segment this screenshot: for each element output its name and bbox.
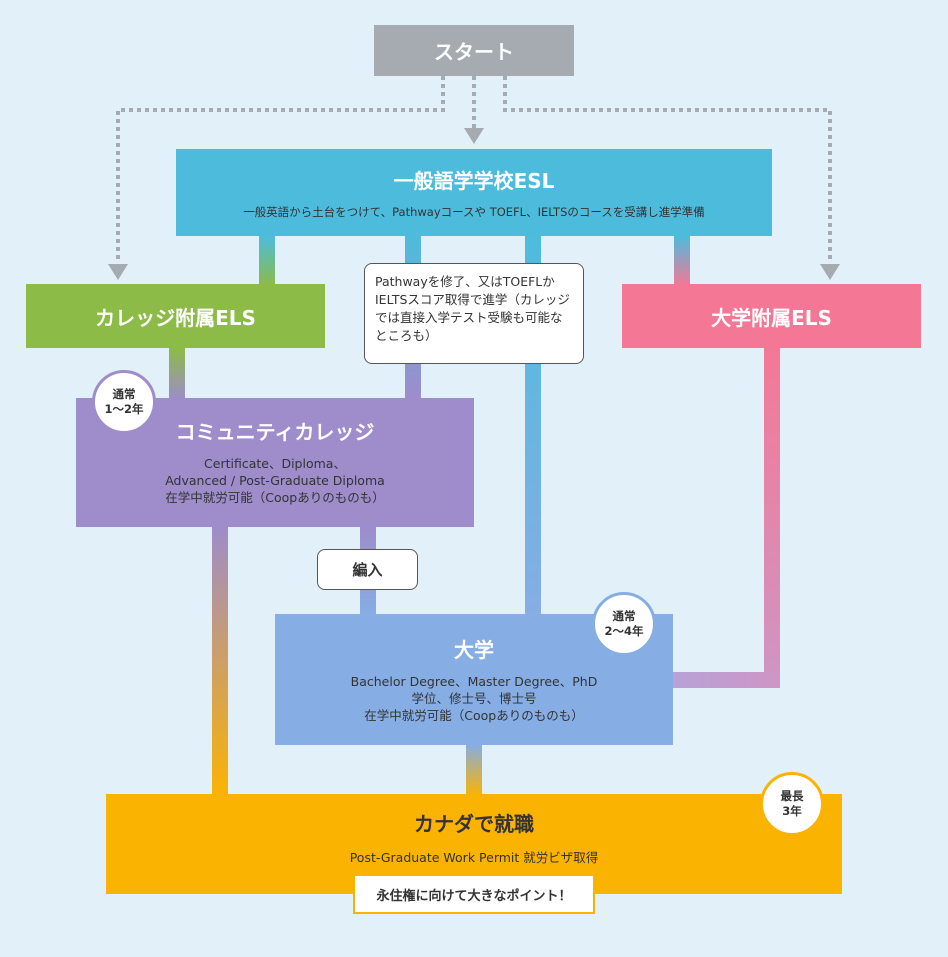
university-els-title: 大学附属ELS: [711, 305, 832, 330]
connector-university-els-down: [764, 348, 780, 688]
dotted-arrows: [116, 76, 832, 262]
esl-node: 一般語学学校ESL 一般英語から土台をつけて、Pathwayコースや TOEFL…: [176, 149, 772, 236]
connector-college-els-community-college: [169, 348, 185, 400]
transfer-note: 編入: [317, 549, 418, 590]
connector-university-career: [466, 744, 482, 796]
career-callout-text: 永住権に向けて大きなポイント！: [376, 888, 572, 904]
university-line-3: 在学中就労可能（Coopありのものも）: [364, 708, 584, 723]
university-title: 大学: [454, 638, 494, 662]
career-desc: Post-Graduate Work Permit 就労ビザ取得: [349, 850, 599, 865]
community-college-title: コミュニティカレッジ: [175, 420, 375, 444]
community-college-badge-line-1: 通常: [112, 387, 136, 401]
career-badge-line-2: 3年: [782, 804, 802, 818]
dotted-arrow-right: [503, 76, 832, 262]
community-college-line-2: Advanced / Post-Graduate Diploma: [165, 473, 385, 488]
connector-esl-university-els: [674, 236, 690, 286]
dotted-arrow-left: [116, 76, 445, 262]
esl-desc: 一般英語から土台をつけて、Pathwayコースや TOEFL、IELTSのコース…: [243, 205, 705, 219]
connector-esl-college-els: [259, 236, 275, 286]
transfer-note-text: 編入: [352, 560, 383, 579]
community-college-badge-line-2: 1〜2年: [104, 402, 144, 416]
college-els-title: カレッジ附属ELS: [95, 305, 256, 330]
career-badge-line-1: 最長: [780, 789, 804, 803]
pathway-note-text: Pathwayを修了、又はTOEFLかIELTSスコア取得で進学（カレッジでは直…: [375, 274, 570, 343]
university-line-2: 学位、修士号、博士号: [411, 691, 537, 706]
university-badge-line-2: 2〜4年: [604, 624, 644, 638]
career-title: カナダで就職: [414, 812, 534, 836]
career-duration-badge: 最長 3年: [760, 772, 824, 836]
start-label: スタート: [434, 40, 514, 64]
arrowhead-right: [820, 264, 840, 280]
university-badge-line-1: 通常: [612, 609, 636, 623]
esl-title: 一般語学学校ESL: [393, 169, 555, 193]
community-college-duration-badge: 通常 1〜2年: [92, 370, 156, 434]
start-node: スタート: [374, 25, 574, 76]
university-node: 大学 Bachelor Degree、Master Degree、PhD 学位、…: [275, 614, 673, 745]
connector-university-els-across: [670, 672, 780, 688]
university-duration-badge: 通常 2〜4年: [592, 592, 656, 656]
university-line-1: Bachelor Degree、Master Degree、PhD: [350, 674, 598, 689]
college-els-node: カレッジ附属ELS: [26, 284, 325, 348]
arrowhead-center: [464, 128, 484, 144]
university-els-node: 大学附属ELS: [622, 284, 921, 348]
community-college-line-1: Certificate、Diploma、: [204, 456, 346, 471]
pathway-note: Pathwayを修了、又はTOEFLかIELTSスコア取得で進学（カレッジでは直…: [364, 263, 584, 364]
connector-community-college-career: [212, 526, 228, 796]
career-callout: 永住権に向けて大きなポイント！: [353, 874, 595, 914]
community-college-node: コミュニティカレッジ Certificate、Diploma、 Advanced…: [76, 398, 474, 527]
arrowhead-left: [108, 264, 128, 280]
community-college-line-3: 在学中就労可能（Coopありのものも）: [165, 490, 385, 505]
